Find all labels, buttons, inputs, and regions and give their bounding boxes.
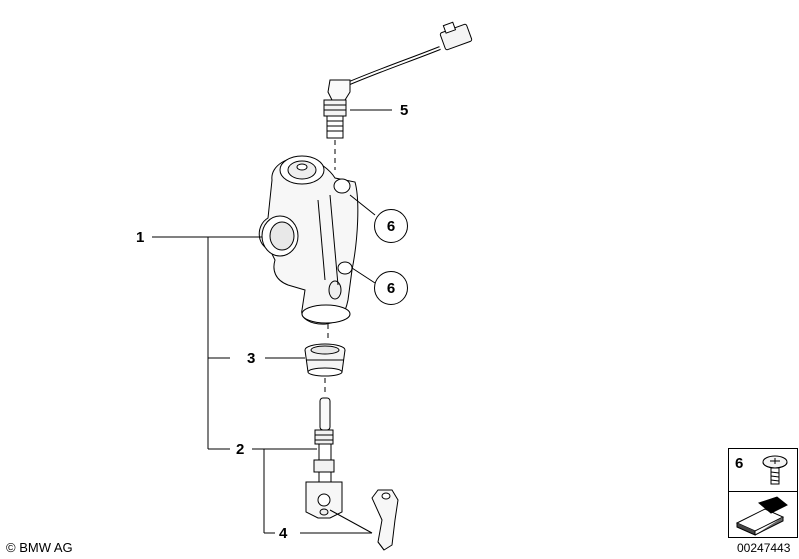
sensor-part-5 xyxy=(323,79,351,139)
callout-6-lower: 6 xyxy=(374,271,408,305)
legend-divider xyxy=(729,491,797,492)
callout-1: 1 xyxy=(136,229,145,246)
sensor-cable xyxy=(344,21,473,87)
callout-4: 4 xyxy=(279,525,288,542)
callout-3: 3 xyxy=(247,350,256,367)
shaft-part-2 xyxy=(305,397,343,519)
leader-lines xyxy=(152,109,392,534)
callout-2: 2 xyxy=(236,441,245,458)
legend-item-number: 6 xyxy=(735,455,744,472)
copyright-text: © BMW AG xyxy=(6,540,73,555)
screw-icon xyxy=(762,455,788,485)
clip-part-4 xyxy=(371,489,399,551)
arrow-icon xyxy=(735,496,788,536)
callout-6-upper: 6 xyxy=(374,209,408,243)
bushing-part-3 xyxy=(304,343,346,377)
diagram-number: 00247443 xyxy=(737,541,791,555)
housing-part-1 xyxy=(258,155,359,325)
callout-5: 5 xyxy=(400,102,409,119)
legend-box: 6 xyxy=(728,448,798,538)
